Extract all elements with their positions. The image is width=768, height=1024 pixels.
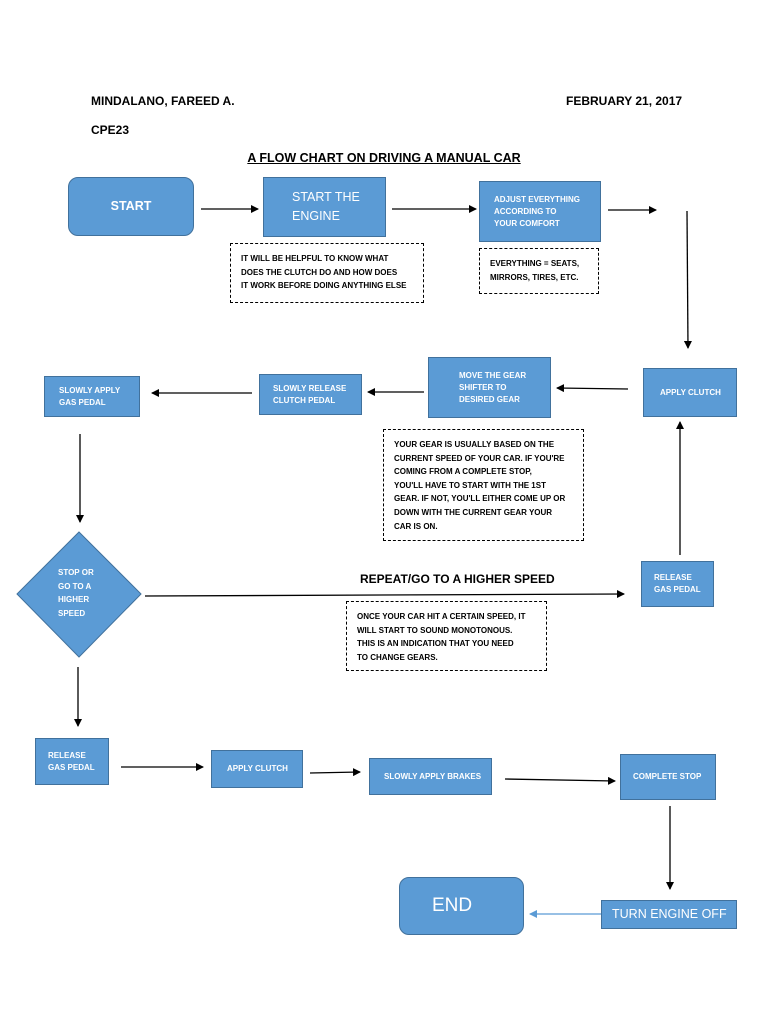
turn-engine-off-node: TURN ENGINE OFF <box>601 900 737 929</box>
adjust-node: ADJUST EVERYTHING ACCORDING TO YOUR COMF… <box>479 181 601 242</box>
arrow-clutch-to-brakes <box>309 768 361 777</box>
slowly-apply-brakes-node: SLOWLY APPLY BRAKES <box>369 758 492 795</box>
move-gear-node: MOVE THE GEAR SHIFTER TO DESIRED GEAR <box>428 357 551 418</box>
start-engine-node: START THE ENGINE <box>263 177 386 237</box>
repeat-edge-label: REPEAT/GO TO A HIGHER SPEED <box>360 572 555 586</box>
release-gas-node-1: RELEASE GAS PEDAL <box>35 738 109 785</box>
apply-clutch-node-2: APPLY CLUTCH <box>211 750 303 788</box>
arrow-down-to-clutch <box>683 210 692 349</box>
note-everything: EVERYTHING = SEATS, MIRRORS, TIRES, ETC. <box>479 248 599 294</box>
arrow-brakes-to-stop <box>504 776 616 785</box>
start-node: START <box>68 177 194 236</box>
decision-label: STOP OR GO TO A HIGHER SPEED <box>58 568 94 618</box>
author-name: MINDALANO, FAREED A. <box>91 94 235 108</box>
apply-clutch-node-1: APPLY CLUTCH <box>643 368 737 417</box>
arrow-clutch-to-gear <box>556 384 629 393</box>
arrow-decision-to-release-right <box>144 590 625 599</box>
slowly-release-clutch-node: SLOWLY RELEASE CLUTCH PEDAL <box>259 374 362 415</box>
slowly-apply-gas-node: SLOWLY APPLY GAS PEDAL <box>44 376 140 417</box>
release-gas-node-2: RELEASE GAS PEDAL <box>641 561 714 607</box>
complete-stop-node: COMPLETE STOP <box>620 754 716 800</box>
section-code: CPE23 <box>91 123 130 137</box>
note-gear-info: YOUR GEAR IS USUALLY BASED ON THE CURREN… <box>383 429 584 541</box>
end-node: END <box>399 877 524 935</box>
page-title: A FLOW CHART ON DRIVING A MANUAL CAR <box>247 151 521 165</box>
note-monotonous: ONCE YOUR CAR HIT A CERTAIN SPEED, IT WI… <box>346 601 547 671</box>
document-date: FEBRUARY 21, 2017 <box>566 94 683 108</box>
decision-diamond <box>16 531 142 658</box>
note-clutch-help: IT WILL BE HELPFUL TO KNOW WHAT DOES THE… <box>230 243 424 303</box>
